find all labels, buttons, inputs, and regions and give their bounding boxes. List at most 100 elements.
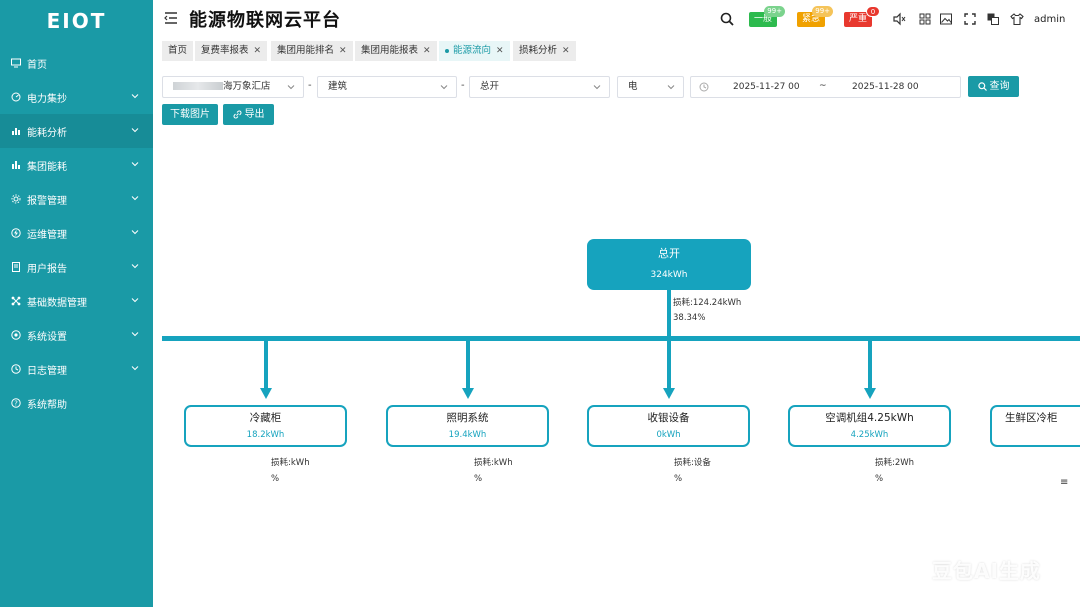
- alarm-normal-badge[interactable]: 一般 99+: [749, 6, 786, 27]
- node-name: 收银设备: [647, 412, 690, 424]
- energy-flow-diagram: 总开 324kWh 损耗:124.24kWh 38.34% 冷藏柜 18.2kW…: [153, 110, 1080, 607]
- sidebar-item-operations[interactable]: 运维管理: [0, 216, 153, 250]
- sidebar-item-alarm-management[interactable]: 报警管理: [0, 182, 153, 216]
- tab-group-report[interactable]: 集团用能报表 ✕: [355, 41, 437, 61]
- category-select[interactable]: 建筑: [317, 76, 457, 98]
- flow-child-connector: [667, 341, 671, 391]
- watermark: 豆包AI生成: [932, 559, 1041, 583]
- redacted-text: [173, 82, 223, 90]
- date-start[interactable]: 2025-11-27 00: [733, 82, 800, 92]
- alarm-severe-badge[interactable]: 严重 0: [844, 6, 881, 27]
- flow-child-node[interactable]: 照明系统 19.4kWh: [386, 405, 549, 447]
- loss-amount: 损耗:kWh: [474, 458, 513, 468]
- help-icon: ?: [10, 397, 22, 409]
- sidebar-item-energy-analysis[interactable]: 能耗分析: [0, 114, 153, 148]
- alarm-label: 一般: [754, 14, 773, 24]
- flow-child-node[interactable]: 生鲜区冷柜: [990, 405, 1080, 447]
- fullscreen-icon[interactable]: [963, 12, 977, 26]
- close-icon[interactable]: ✕: [253, 46, 262, 56]
- chevron-down-icon: [667, 85, 675, 90]
- node-value: 324kWh: [650, 270, 688, 280]
- flow-child-node[interactable]: 收银设备 0kWh: [587, 405, 750, 447]
- tab-label: 损耗分析: [519, 45, 558, 56]
- tab-label: 能源流向: [453, 45, 492, 56]
- chevron-down-icon: [593, 85, 601, 90]
- download-image-button[interactable]: 下载图片: [162, 104, 218, 125]
- loss-percent: %: [271, 474, 280, 484]
- tab-label: 集团用能排名: [277, 45, 335, 56]
- query-button[interactable]: 查询: [968, 76, 1019, 97]
- active-dot-icon: [445, 48, 449, 53]
- date-range-picker[interactable]: 2025-11-27 00 ~ 2025-11-28 00: [690, 76, 961, 98]
- date-end[interactable]: 2025-11-28 00: [852, 82, 919, 92]
- tab-group-ranking[interactable]: 集团用能排名 ✕: [271, 41, 353, 61]
- sidebar-item-label: 系统帮助: [27, 399, 67, 411]
- loss-percent: %: [875, 474, 884, 484]
- chevron-down-icon: [131, 128, 139, 133]
- meter-select[interactable]: 总开: [469, 76, 610, 98]
- flow-child-node[interactable]: 空调机组4.25kWh 4.25kWh: [788, 405, 951, 447]
- chevron-down-icon: [131, 366, 139, 371]
- sidebar-item-home[interactable]: 首页: [0, 46, 153, 80]
- chevron-down-icon: [131, 298, 139, 303]
- user-menu[interactable]: admin: [1034, 14, 1066, 25]
- tab-loss-analysis[interactable]: 损耗分析 ✕: [513, 41, 576, 61]
- close-icon[interactable]: ✕: [339, 46, 347, 56]
- chevron-down-icon: [131, 162, 139, 167]
- loss-amount: 损耗:2Wh: [875, 458, 915, 468]
- top-header: 能源物联网云平台 一般 99+ 紧急 99+ 严重 0 admin: [153, 0, 1080, 38]
- network-icon: [10, 295, 22, 307]
- mute-icon[interactable]: [892, 12, 906, 26]
- sidebar-item-power-reading[interactable]: 电力集抄: [0, 80, 153, 114]
- flow-child-connector: [868, 341, 872, 391]
- tab-label: 集团用能报表: [361, 45, 419, 56]
- flow-root-node[interactable]: 总开 324kWh: [587, 239, 751, 290]
- image-icon[interactable]: [939, 12, 953, 26]
- node-name: 总开: [658, 247, 680, 260]
- flow-child-loss: 损耗:kWh %: [271, 455, 310, 487]
- sidebar-item-label: 能耗分析: [27, 127, 67, 139]
- arrow-down-icon: [462, 388, 474, 399]
- close-icon[interactable]: ✕: [496, 46, 504, 56]
- sidebar-item-log-management[interactable]: 日志管理: [0, 352, 153, 386]
- close-icon[interactable]: ✕: [562, 46, 570, 56]
- sidebar: EIOT 首页 电力集抄 能耗分析 集团能耗: [0, 0, 153, 607]
- tab-home[interactable]: 首页: [162, 41, 194, 61]
- sidebar-item-system-help[interactable]: ? 系统帮助: [0, 386, 153, 420]
- sidebar-item-base-data[interactable]: 基础数据管理: [0, 284, 153, 318]
- app-logo: EIOT: [46, 9, 107, 33]
- alarm-urgent-badge[interactable]: 紧急 99+: [797, 6, 834, 27]
- download-button-label: 下载图片: [170, 109, 210, 120]
- menu-collapse-icon[interactable]: [163, 10, 179, 26]
- sidebar-item-user-report[interactable]: 用户报告: [0, 250, 153, 284]
- theme-shirt-icon[interactable]: [1010, 12, 1024, 26]
- flow-child-connector: [264, 341, 268, 391]
- search-icon[interactable]: [720, 12, 734, 26]
- energy-type-select[interactable]: 电: [617, 76, 684, 98]
- grid-icon[interactable]: [918, 12, 932, 26]
- site-select[interactable]: 海万象汇店: [162, 76, 304, 98]
- loss-amount: 损耗:设备: [674, 458, 711, 468]
- flow-child-node[interactable]: 冷藏柜 18.2kWh: [184, 405, 347, 447]
- tab-multi-rate-report[interactable]: 复费率报表✕: [195, 41, 268, 61]
- sidebar-item-label: 系统设置: [27, 331, 67, 343]
- flow-child-loss: 损耗:2Wh %: [875, 455, 914, 487]
- arrow-down-icon: [260, 388, 272, 399]
- node-name: 冷藏柜: [249, 412, 282, 424]
- export-button[interactable]: 导出: [223, 104, 274, 125]
- close-icon[interactable]: ✕: [423, 46, 431, 56]
- loss-percent: 38.34%: [673, 313, 706, 323]
- filter-separator: -: [308, 80, 312, 91]
- sidebar-item-system-settings[interactable]: 系统设置: [0, 318, 153, 352]
- node-value: 4.25kWh: [850, 430, 889, 440]
- flow-child-connector: [466, 341, 470, 391]
- gear-icon: [10, 193, 22, 205]
- chevron-down-icon: [131, 94, 139, 99]
- export-button-label: 导出: [244, 109, 265, 120]
- flow-root-connector: [667, 290, 671, 336]
- tab-energy-flow[interactable]: 能源流向 ✕: [439, 41, 510, 61]
- translate-icon[interactable]: [986, 12, 1000, 26]
- scroll-hint-icon[interactable]: ≡: [1060, 477, 1069, 488]
- sidebar-item-group-energy[interactable]: 集团能耗: [0, 148, 153, 182]
- query-button-label: 查询: [989, 81, 1010, 92]
